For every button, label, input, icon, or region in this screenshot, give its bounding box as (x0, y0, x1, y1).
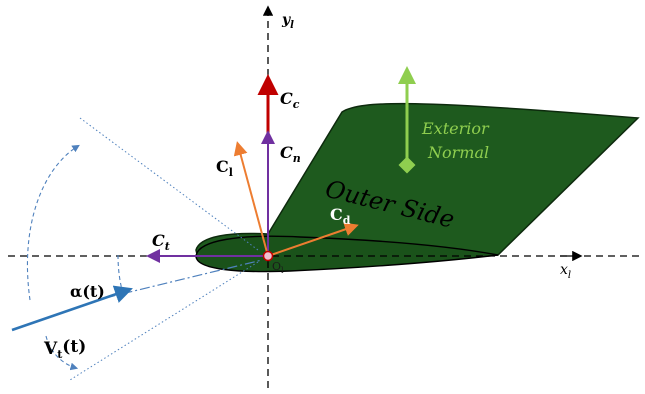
velocity-label: Vt(t) (43, 337, 86, 361)
velocity-arrow (11, 285, 133, 332)
origin-label: Ol (272, 260, 284, 275)
exterior-normal-line2: Normal (427, 143, 489, 162)
exterior-normal-line1: Exterior (421, 119, 490, 138)
cd-arrow (267, 222, 359, 257)
alpha-arc (117, 254, 125, 297)
cl-label: Cl (216, 157, 233, 179)
ct-label: Ct (152, 231, 170, 253)
y-axis-label: yl (281, 12, 294, 31)
flow-boundary-upper (79, 117, 259, 251)
alpha-label: α(t) (70, 282, 105, 301)
airfoil-section (195, 235, 499, 273)
exterior-normal-diamond (398, 156, 416, 174)
upper-rotation-arc (26, 144, 80, 301)
flow-boundary-lower (69, 261, 259, 381)
cl-arrow (233, 141, 269, 257)
origin-marker (262, 250, 274, 262)
cc-label: Cc (280, 89, 300, 111)
cn-label: Cn (280, 143, 301, 165)
cd-label: Cd (330, 205, 351, 227)
lower-rotation-arc (45, 335, 79, 371)
x-axis-label: xl (560, 262, 571, 281)
